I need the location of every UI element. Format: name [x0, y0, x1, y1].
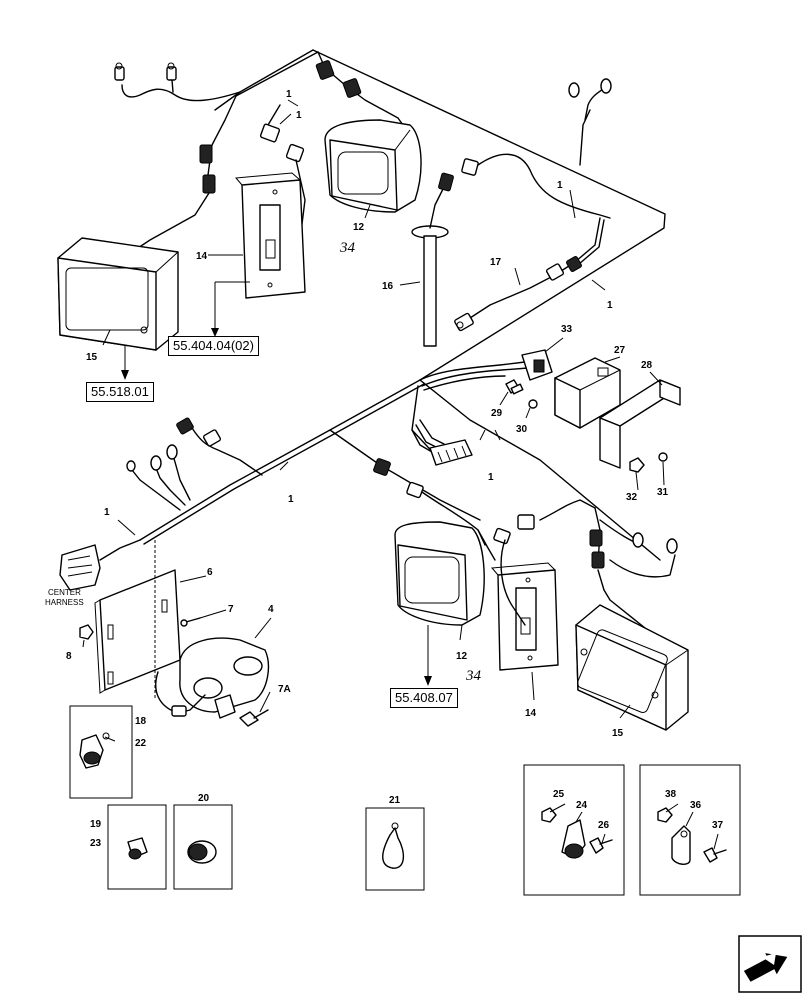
- inset-36-38: [639, 764, 741, 896]
- callout-1e: 1: [288, 494, 294, 505]
- switch-panel-14-bottom: [490, 499, 596, 671]
- inset-18-22: [69, 705, 133, 799]
- ref-link-55-408-07[interactable]: 55.408.07: [390, 688, 458, 708]
- callout-20: 20: [198, 793, 210, 804]
- inset-20: [173, 804, 233, 890]
- callout-12b: 12: [456, 651, 468, 662]
- callout-6: 6: [207, 567, 213, 578]
- next-page-arrow-button[interactable]: [738, 935, 802, 993]
- bracket-6: [94, 540, 181, 700]
- callout-38: 38: [665, 789, 677, 800]
- callout-22: 22: [135, 738, 147, 749]
- callout-1g: 1: [488, 472, 494, 483]
- next-page-arrow-icon: [738, 935, 802, 993]
- callout-7: 7: [228, 604, 234, 615]
- callout-36: 36: [690, 800, 702, 811]
- center-harness-plug: [59, 544, 101, 591]
- callout-12a: 12: [353, 222, 365, 233]
- callout-29: 29: [491, 408, 503, 419]
- callout-25: 25: [553, 789, 565, 800]
- harness-17: [454, 217, 605, 332]
- callout-4: 4: [268, 604, 274, 615]
- callout-21: 21: [389, 795, 401, 806]
- callout-1d: 1: [607, 300, 613, 311]
- top-left-pigtails: [114, 51, 411, 259]
- ref-link-55-404-04-02[interactable]: 55.404.04(02): [168, 336, 259, 356]
- callout-33: 33: [561, 324, 573, 335]
- center-harness-caption-line1: CENTER: [48, 588, 81, 597]
- callout-16: 16: [382, 281, 394, 292]
- callout-23: 23: [90, 838, 102, 849]
- callout-8: 8: [66, 651, 72, 662]
- callout-24: 24: [576, 800, 588, 811]
- top-right-pigtails: [568, 78, 612, 166]
- inset-24-26: [523, 764, 625, 896]
- center-harness-caption-line2: HARNESS: [45, 598, 84, 607]
- callout-27: 27: [614, 345, 626, 356]
- callout-30: 30: [516, 424, 528, 435]
- inset-19-23: [107, 804, 167, 890]
- callout-14a: 14: [196, 251, 208, 262]
- callout-1f: 1: [104, 507, 110, 518]
- control-4: [79, 617, 270, 727]
- handwritten-34-top: 34: [339, 240, 356, 256]
- callout-26: 26: [598, 820, 610, 831]
- callout-37: 37: [712, 820, 724, 831]
- level-sender-16: [411, 153, 611, 347]
- lower-right-pigtails: [589, 507, 678, 661]
- work-lamp-12-bottom: [394, 521, 496, 626]
- callout-1a: 1: [286, 89, 292, 100]
- work-lamp-12-top: [324, 119, 422, 213]
- callout-14b: 14: [525, 708, 537, 719]
- callout-labels: 1 1 1 1 1 1 1 4 6 7 7A 8 12 12 14 14 15 …: [45, 89, 724, 849]
- work-light-15-right: [575, 604, 689, 731]
- relay-assembly: [419, 349, 681, 473]
- handwritten-34-bottom: 34: [465, 668, 482, 684]
- ref-link-55-518-01[interactable]: 55.518.01: [86, 382, 154, 402]
- callout-15a: 15: [86, 352, 98, 363]
- callout-15b: 15: [612, 728, 624, 739]
- main-harness: [99, 49, 666, 561]
- callout-32: 32: [626, 492, 638, 503]
- callout-1c: 1: [557, 180, 563, 191]
- inset-21: [365, 807, 425, 891]
- callout-7A: 7A: [278, 684, 291, 695]
- switch-panel-14-top: [234, 172, 306, 299]
- center-connectors: [126, 417, 486, 546]
- callout-19: 19: [90, 819, 102, 830]
- callout-31: 31: [657, 487, 669, 498]
- work-light-15-left: [57, 237, 179, 351]
- callout-28: 28: [641, 360, 653, 371]
- leader-lines: [82, 99, 719, 850]
- callout-1b: 1: [296, 110, 302, 121]
- callout-17: 17: [490, 257, 502, 268]
- callout-18: 18: [135, 716, 147, 727]
